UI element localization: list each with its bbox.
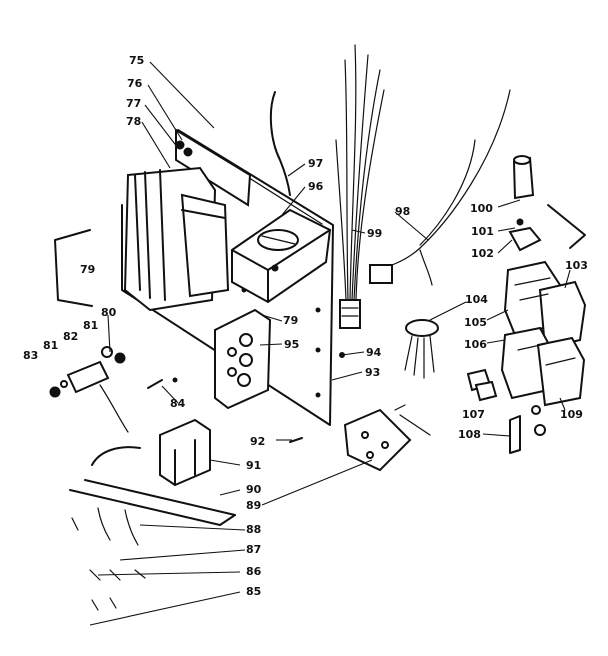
callout-105: 105	[464, 316, 487, 329]
callout-78: 78	[126, 115, 141, 128]
callout-84: 84	[170, 397, 186, 410]
callout-88: 88	[246, 523, 261, 536]
callout-79-right: 79	[283, 314, 298, 327]
handle-79	[54, 229, 93, 307]
callout-96: 96	[308, 180, 324, 193]
callout-99: 99	[367, 227, 382, 240]
callout-79-left: 79	[80, 263, 95, 276]
callout-107: 107	[462, 408, 485, 421]
socket-plate	[214, 308, 272, 410]
screw-92	[289, 437, 303, 443]
callout-86: 86	[246, 565, 262, 578]
callout-90: 90	[246, 483, 262, 496]
callout-76: 76	[127, 77, 143, 90]
screw-84	[147, 379, 163, 389]
callout-81-right: 81	[83, 319, 98, 332]
relay-bank	[500, 260, 587, 407]
callout-101: 101	[471, 225, 494, 238]
terminal-strip-89	[343, 404, 431, 472]
leader-lines	[89, 61, 571, 626]
callout-85: 85	[246, 585, 261, 598]
callout-108: 108	[458, 428, 481, 441]
callout-109: 109	[560, 408, 583, 421]
callout-102: 102	[471, 247, 494, 260]
callout-labels: 75 76 77 78 79 79 80 81 81 82 83 84 85 8…	[23, 54, 588, 598]
fuse-holder-assembly	[49, 346, 129, 433]
callout-103: 103	[565, 259, 588, 272]
transformer	[123, 128, 252, 312]
callout-104: 104	[465, 293, 488, 306]
connector-104	[404, 319, 439, 379]
callout-83: 83	[23, 349, 38, 362]
cable-98	[369, 89, 511, 286]
callout-89: 89	[246, 499, 261, 512]
callout-106: 106	[464, 338, 487, 351]
callout-95: 95	[284, 338, 299, 351]
callout-77: 77	[126, 97, 141, 110]
tube-assembly	[508, 155, 586, 252]
small-parts-107-108	[466, 368, 546, 454]
callout-97: 97	[308, 157, 323, 170]
cable-97	[269, 91, 291, 196]
callout-94: 94	[366, 346, 382, 359]
callout-100: 100	[470, 202, 493, 215]
callout-93: 93	[365, 366, 380, 379]
callout-81-left: 81	[43, 339, 58, 352]
callout-91: 91	[246, 459, 261, 472]
callout-92: 92	[250, 435, 265, 448]
callout-75: 75	[129, 54, 144, 67]
callout-82: 82	[63, 330, 78, 343]
choke-assembly	[231, 208, 332, 304]
callout-80: 80	[101, 306, 117, 319]
bracket-91	[69, 418, 236, 526]
callout-98: 98	[395, 205, 410, 218]
wire-harness	[335, 44, 385, 329]
callout-87: 87	[246, 543, 261, 556]
